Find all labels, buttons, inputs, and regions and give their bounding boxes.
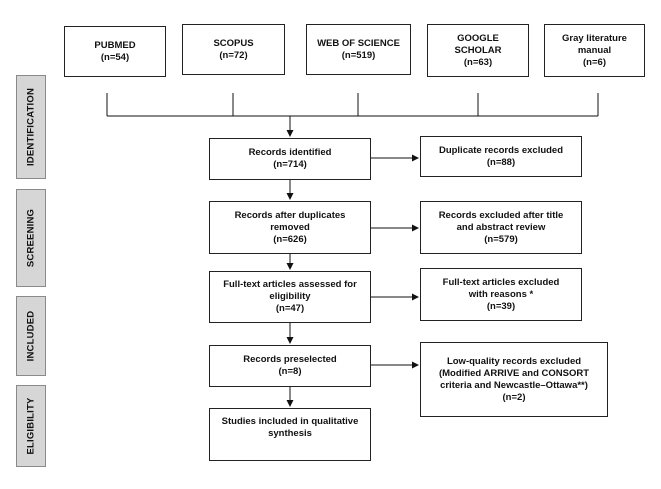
flow-box-line: (n=714) (273, 159, 307, 170)
flow-box-line: Records identified (248, 147, 332, 158)
exclusion-box-duplicates: Duplicate records excluded (n=88) (420, 136, 582, 177)
flow-box-after-duplicates: Records after duplicates removed (n=626) (209, 201, 371, 254)
stage-label: SCREENING (25, 208, 37, 268)
exclusion-box-line: (n=39) (486, 300, 516, 312)
source-box-line: Gray literature (562, 32, 627, 44)
exclusion-box-line: Records excluded after title (438, 209, 564, 221)
exclusion-box-line: and abstract review (456, 221, 546, 233)
flow-box-line: eligibility (269, 291, 311, 302)
source-box-gray-literature: Gray literature manual (n=6) (544, 24, 645, 77)
source-box-line: (n=6) (583, 56, 606, 68)
source-box-line: GOOGLE (457, 32, 499, 44)
flow-box-line: (n=8) (278, 366, 302, 377)
stage-included: INCLUDED (16, 296, 46, 376)
source-box-line: SCHOLAR (454, 44, 502, 56)
source-box-google-scholar: GOOGLE SCHOLAR (n=63) (427, 24, 529, 77)
exclusion-box-line: with reasons * (468, 288, 534, 300)
source-box-line: (n=54) (100, 51, 130, 63)
flow-box-line: synthesis (268, 428, 312, 439)
source-box-scopus: SCOPUS (n=72) (182, 24, 285, 75)
flow-box-line: Records after duplicates (234, 209, 346, 221)
flow-box-line: Studies included in qualitative (221, 416, 359, 427)
flow-box-line: Records preselected (243, 354, 337, 365)
exclusion-box-line: Full-text articles excluded (442, 276, 560, 288)
flow-box-studies-included: Studies included in qualitative synthesi… (209, 408, 371, 461)
flow-box-line: Full-text articles assessed for (223, 279, 357, 290)
exclusion-box-low-quality: Low-quality records excluded (Modified A… (420, 342, 608, 417)
flow-box-line: (n=47) (275, 303, 305, 314)
exclusion-box-full-text: Full-text articles excluded with reasons… (420, 268, 582, 321)
source-box-line: SCOPUS (213, 37, 254, 49)
flow-box-records-preselected: Records preselected (n=8) (209, 345, 371, 387)
exclusion-box-line: Duplicate records excluded (438, 144, 564, 156)
exclusion-box-line: (n=579) (484, 233, 518, 245)
source-box-line: PUBMED (94, 39, 136, 51)
stage-identification: IDENTIFICATION (16, 75, 46, 179)
stage-label: INCLUDED (25, 310, 37, 362)
source-box-line: WEB OF SCIENCE (317, 37, 400, 49)
exclusion-box-title-abstract: Records excluded after title and abstrac… (420, 201, 582, 254)
source-box-line: (n=63) (463, 56, 493, 68)
stage-eligibility: ELIGIBILITY (16, 385, 46, 467)
source-box-line: manual (577, 44, 612, 56)
source-box-line: (n=72) (219, 49, 248, 61)
exclusion-box-line: Low-quality records excluded (446, 355, 582, 367)
source-box-line: (n=519) (341, 49, 376, 61)
source-box-web-of-science: WEB OF SCIENCE (n=519) (306, 24, 411, 75)
exclusion-box-line: criteria and Newcastle–Ottawa**) (440, 379, 588, 391)
flow-box-records-identified: Records identified (n=714) (209, 138, 371, 180)
flow-box-full-text-assessed: Full-text articles assessed for eligibil… (209, 271, 371, 323)
flow-box-line: (n=626) (273, 233, 307, 245)
exclusion-box-line: (Modified ARRIVE and CONSORT (438, 367, 590, 379)
source-box-pubmed: PUBMED (n=54) (64, 26, 166, 77)
flow-box-line: removed (270, 221, 310, 233)
exclusion-box-line: (n=2) (502, 391, 526, 403)
stage-label: IDENTIFICATION (25, 87, 37, 167)
stage-label: ELIGIBILITY (25, 397, 37, 455)
stage-screening: SCREENING (16, 189, 46, 287)
exclusion-box-line: (n=88) (486, 156, 516, 168)
